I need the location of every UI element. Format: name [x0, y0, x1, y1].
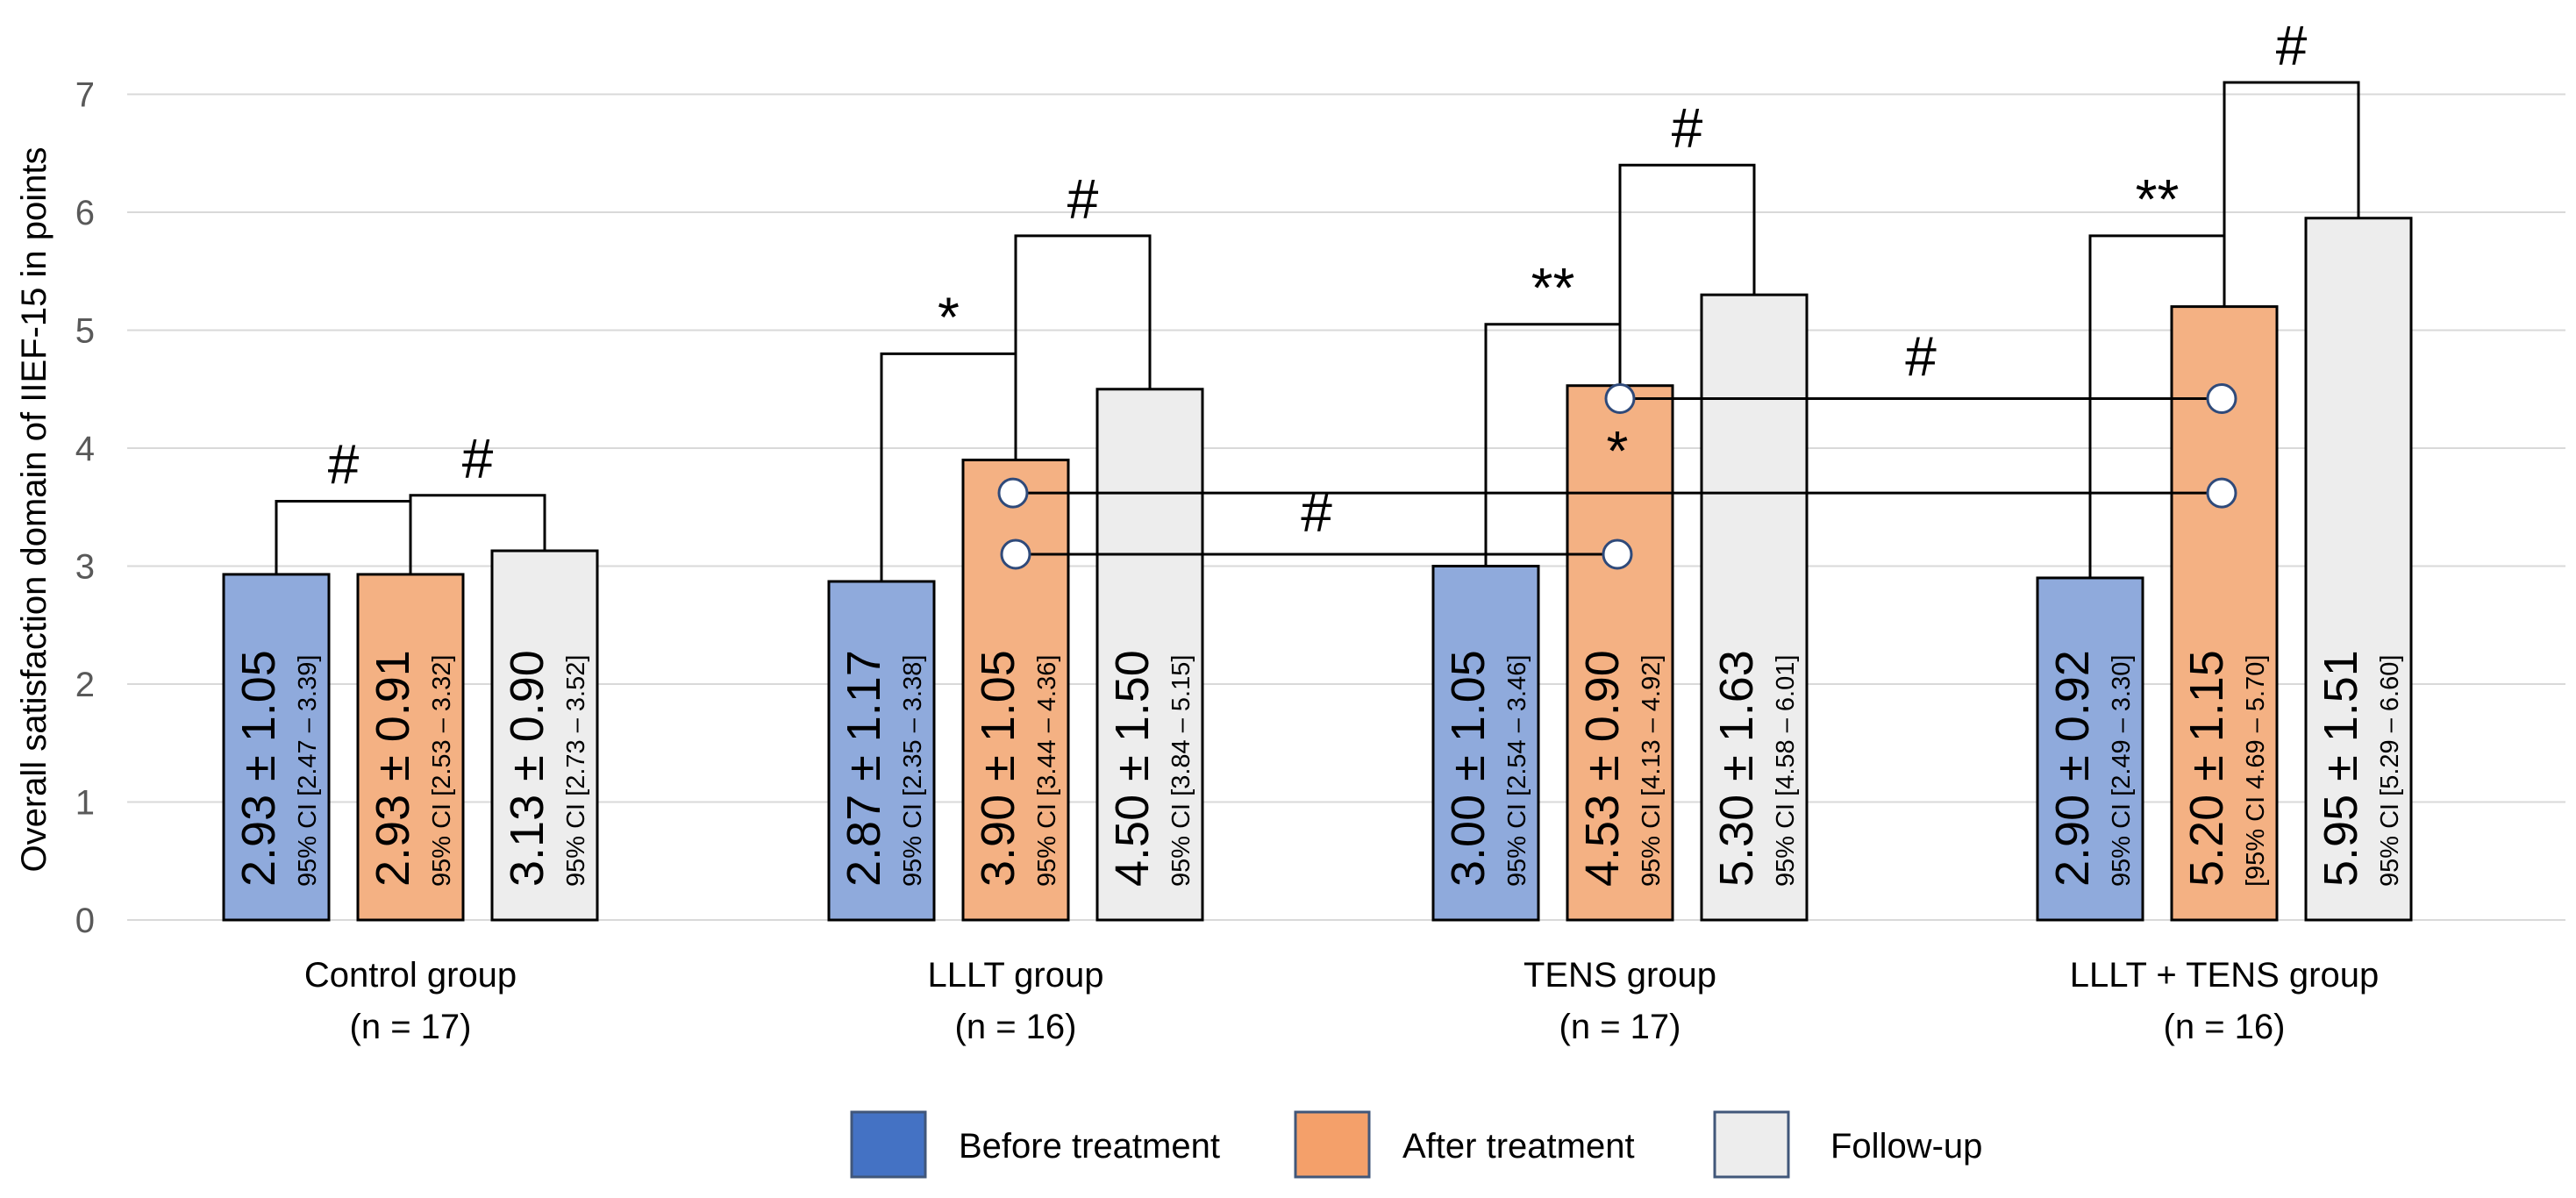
significance-mark: #: [1905, 325, 1937, 389]
bar-value-label: 5.95 ± 1.51: [2315, 650, 2367, 887]
connector-dot: [1602, 538, 1633, 570]
connector-dot: [997, 477, 1029, 509]
bar-value-label: 3.00 ± 1.05: [1442, 650, 1495, 887]
connector-dot: [1604, 383, 1636, 415]
significance-mark: #: [1301, 481, 1332, 544]
bar: [2304, 217, 2413, 922]
bar: [1431, 565, 1540, 922]
y-tick-label: 2: [75, 666, 95, 704]
legend-label: Before treatment: [959, 1127, 1220, 1166]
significance-mark: *: [938, 285, 960, 348]
group-n-label: (n = 16): [955, 1008, 1077, 1046]
connector-dot: [2206, 383, 2237, 415]
bar-ci-label: 95% CI [2.53 – 3.32]: [428, 655, 456, 887]
bar-ci-label: 95% CI [3.84 – 5.15]: [1167, 655, 1195, 887]
bar-ci-label: 95% CI [2.49 – 3.30]: [2108, 655, 2136, 887]
bar-ci-label: 95% CI [5.29 – 6.60]: [2376, 655, 2404, 887]
group-name-label: LLLT + TENS group: [2070, 956, 2379, 995]
bars: 2.93 ± 1.05 95% CI [2.47 – 3.39] 2.87 ± 1.…: [222, 217, 2413, 922]
bar: [222, 573, 331, 922]
significance-bracket: [2223, 81, 2360, 307]
legend-swatch: [1294, 1110, 1371, 1179]
significance-bracket: [1014, 234, 1152, 460]
bar: [2036, 576, 2144, 922]
bar-value-label: 2.93 ± 1.05: [232, 650, 285, 887]
significance-mark: #: [328, 433, 360, 496]
bar-ci-label: 95% CI [4.58 – 6.01]: [1772, 655, 1800, 887]
within-group-brackets: # # * # ** # ** #: [275, 14, 2360, 581]
bar-ci-label: 95% CI [3.44 – 4.36]: [1033, 655, 1061, 887]
significance-mark: #: [462, 427, 494, 490]
legend-swatch: [850, 1110, 927, 1179]
bar-value-label: 2.90 ± 0.92: [2046, 650, 2099, 887]
bar-value-label: 4.53 ± 0.90: [1576, 650, 1629, 887]
significance-mark: #: [2276, 14, 2308, 77]
significance-mark: #: [1067, 168, 1099, 231]
legend-label: Follow-up: [1830, 1127, 1982, 1166]
legend: Before treatment After treatment Follow-up: [850, 1110, 1982, 1179]
bar-value-label: 3.90 ± 1.05: [972, 650, 1024, 887]
y-tick-label: 6: [75, 194, 95, 232]
legend-label: After treatment: [1402, 1127, 1635, 1166]
bar-value-label: 2.87 ± 1.17: [838, 650, 890, 887]
y-tick-label: 7: [75, 76, 95, 115]
bar-value-label: 3.13 ± 0.90: [501, 650, 553, 887]
connector-dot: [1000, 538, 1031, 570]
bar-ci-label: 95% CI [2.35 – 3.38]: [899, 655, 927, 887]
bar-ci-label: 95% CI [2.47 – 3.39]: [294, 655, 322, 887]
significance-bracket: [1618, 163, 1756, 386]
between-group-connectors: # * #: [997, 325, 2237, 570]
group-n-label: (n = 17): [1559, 1008, 1681, 1046]
significance-bracket: [275, 500, 412, 574]
y-tick-label: 5: [75, 312, 95, 351]
y-tick-label: 3: [75, 548, 95, 587]
group-name-label: TENS group: [1523, 956, 1716, 995]
significance-mark: **: [2136, 168, 2180, 231]
bar: [356, 573, 465, 922]
bar: [1095, 388, 1204, 922]
y-axis-ticks: 0 1 2 3 4 5 6 7: [75, 76, 95, 941]
bar-ci-label: 95% CI [4.13 – 4.92]: [1638, 655, 1666, 887]
significance-bracket: [409, 494, 546, 574]
bar-ci-label: 95% CI [2.73 – 3.52]: [562, 655, 590, 887]
y-axis-title: Overall satisfaction domain of IIEF-15 i…: [15, 146, 54, 872]
connector-dot: [2206, 477, 2237, 509]
bar-ci-label: [95% CI 4.69 – 5.70]: [2242, 655, 2270, 887]
significance-mark: #: [1672, 96, 1703, 160]
group-name-label: LLLT group: [928, 956, 1104, 995]
bar-value-label: 4.50 ± 1.50: [1106, 650, 1159, 887]
y-tick-label: 1: [75, 784, 95, 823]
bar: [490, 549, 599, 922]
significance-mark: **: [1531, 256, 1575, 319]
legend-swatch: [1713, 1110, 1790, 1179]
group-n-label: (n = 17): [350, 1008, 472, 1046]
bar: [827, 580, 936, 922]
group-n-label: (n = 16): [2164, 1008, 2286, 1046]
bar-value-label: 2.93 ± 0.91: [367, 650, 419, 887]
bar-ci-label: 95% CI [2.54 – 3.46]: [1503, 655, 1531, 887]
bar-value-label: 5.30 ± 1.63: [1710, 650, 1763, 887]
bar-value-label: 5.20 ± 1.15: [2180, 650, 2233, 887]
y-tick-label: 0: [75, 902, 95, 940]
x-axis-categories: Control group (n = 17) LLLT group (n = 16) T…: [304, 956, 2379, 1046]
y-tick-label: 4: [75, 430, 95, 468]
significance-mark: *: [1607, 419, 1629, 482]
group-name-label: Control group: [304, 956, 517, 995]
